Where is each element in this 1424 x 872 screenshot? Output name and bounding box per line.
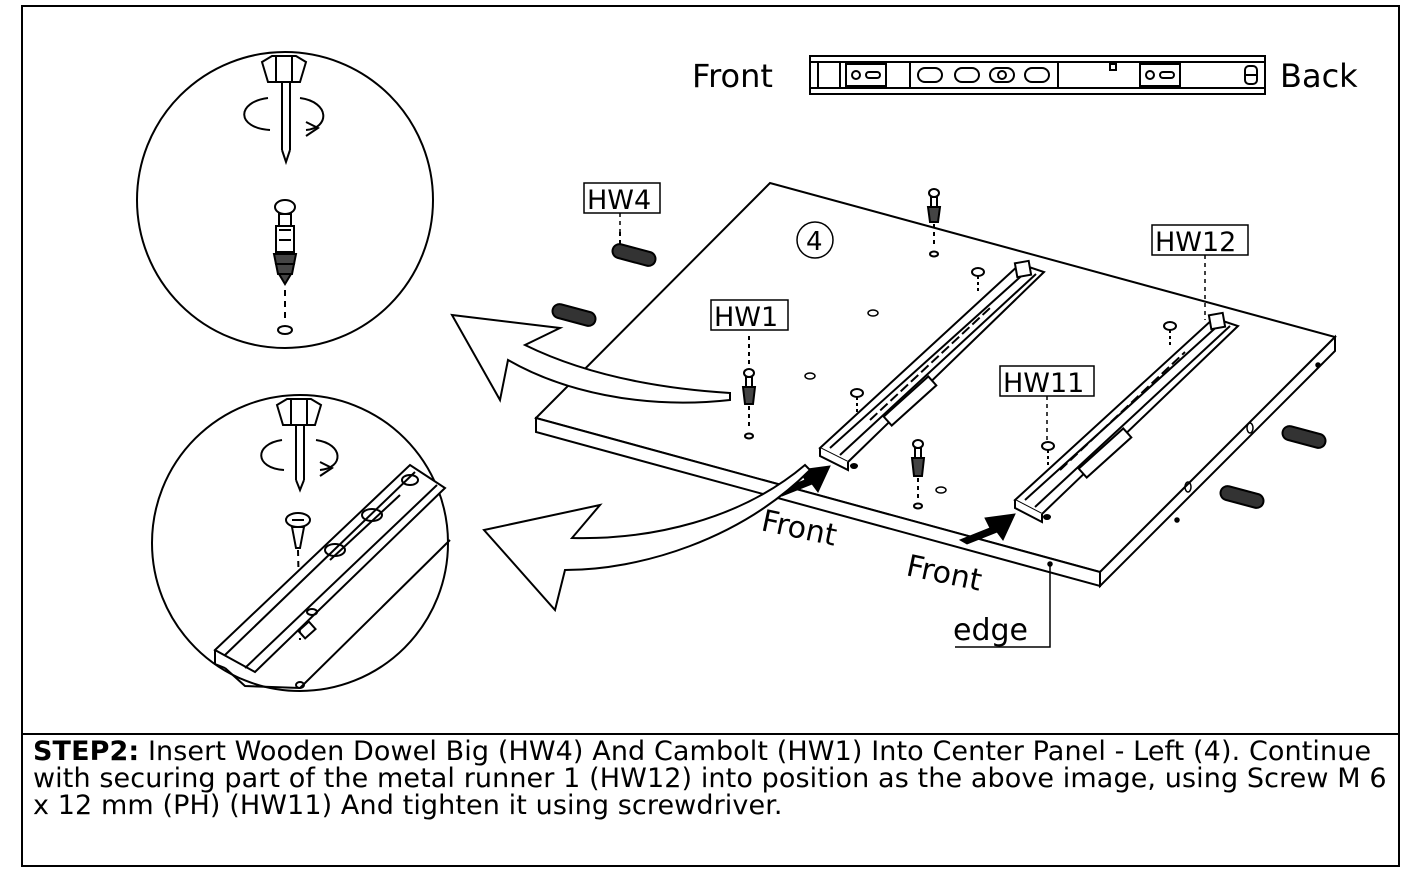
runner-reference: [809, 55, 1266, 95]
metal-runner-right: [1013, 311, 1240, 524]
hw4-label: HW4: [587, 185, 651, 216]
front-label-top: Front: [692, 57, 773, 95]
panel-cambolts: [741, 188, 942, 510]
caption-divider: [21, 733, 1400, 735]
label-boxes: [583, 182, 1249, 648]
hw12-label: HW12: [1155, 227, 1236, 258]
callout-arrows: [450, 313, 812, 613]
assembly-diagram: Front Back: [136, 51, 1358, 692]
panel-holes: [804, 309, 1321, 567]
step-label: STEP2:: [33, 736, 140, 767]
detail-circle-runner-screw: [151, 394, 451, 692]
metal-runner-left: [818, 259, 1046, 472]
panel-number: 4: [806, 227, 823, 257]
wooden-dowels: [551, 232, 1327, 509]
hw11-label: HW11: [1003, 368, 1084, 399]
detail-circle-cambolt: [136, 51, 434, 349]
page-frame: [21, 5, 1400, 867]
step-caption: STEP2: Insert Wooden Dowel Big (HW4) And…: [33, 738, 1393, 819]
step-instructions: Insert Wooden Dowel Big (HW4) And Cambol…: [33, 736, 1387, 821]
front-label-2: Front: [903, 549, 985, 599]
back-label-top: Back: [1280, 57, 1358, 95]
hw1-label: HW1: [714, 302, 778, 333]
edge-label: edge: [953, 613, 1028, 648]
